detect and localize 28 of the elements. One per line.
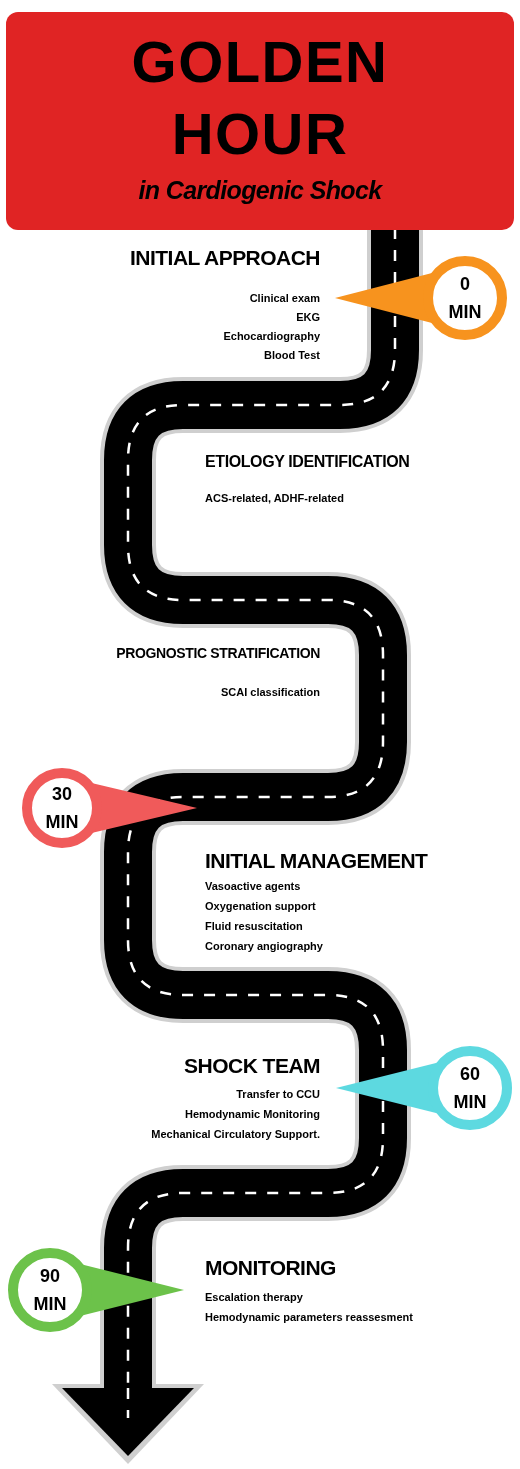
list-item-text: ACS-related, ADHF-related [205, 491, 344, 506]
subtitle-text: in Cardiogenic Shock [138, 175, 382, 206]
list-item-text: Vasoactive agents [205, 879, 301, 894]
section-heading: INITIAL MANAGEMENT [205, 848, 428, 874]
time-label: 30 MIN [44, 783, 80, 834]
list-item-text: Hemodynamic Monitoring [184, 1107, 320, 1122]
list-item-text: Echocardiography [223, 329, 320, 344]
list-item-text: Mechanical Circulatory Support. [151, 1127, 320, 1142]
section-heading: PROGNOSTIC STRATIFICATION [116, 644, 320, 663]
section-heading: INITIAL APPROACH [130, 245, 320, 271]
time-label: 90 MIN [32, 1265, 68, 1316]
section-heading: ETIOLOGY IDENTIFICATION [205, 452, 410, 472]
title-banner [6, 12, 514, 230]
title-text: GOLDEN HOUR [130, 28, 390, 168]
list-item-text: Fluid resuscitation [205, 919, 303, 934]
list-item-text: Coronary angiography [205, 939, 323, 954]
list-item-text: Hemodynamic parameters reassesment [205, 1310, 413, 1325]
list-item-text: Clinical exam [249, 291, 320, 306]
list-item-text: Oxygenation support [205, 899, 316, 914]
list-item-text: Blood Test [264, 348, 320, 363]
time-label: 0 MIN [447, 273, 483, 324]
list-item-text: EKG [296, 310, 320, 325]
time-label: 60 MIN [452, 1063, 488, 1114]
list-item-text: Transfer to CCU [236, 1087, 320, 1102]
list-item-text: Escalation therapy [205, 1290, 303, 1305]
section-heading: SHOCK TEAM [184, 1053, 320, 1079]
list-item-text: SCAI classification [220, 685, 320, 700]
section-heading: MONITORING [205, 1255, 336, 1281]
